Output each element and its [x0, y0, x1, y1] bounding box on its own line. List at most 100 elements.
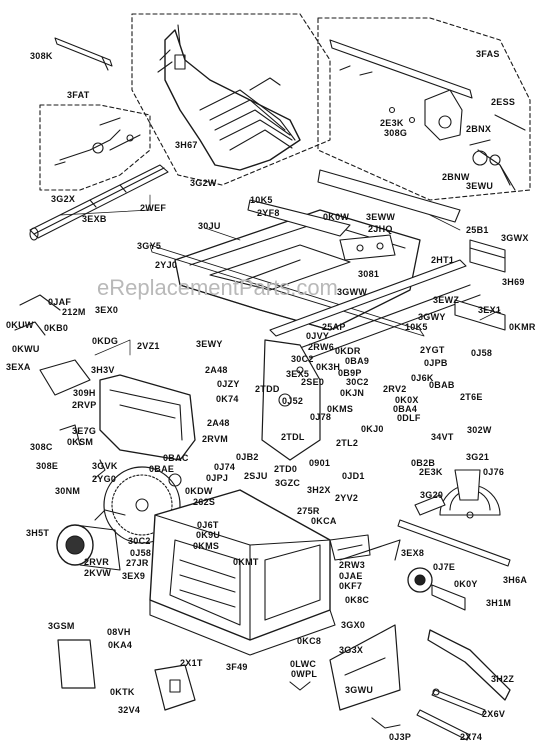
- part-label: 08VH: [107, 627, 131, 637]
- part-label: 0BAB: [429, 380, 455, 390]
- part-label: 0J58: [130, 548, 152, 558]
- part-label: 0KC8: [297, 636, 322, 646]
- part-label: 0BA9: [345, 356, 370, 366]
- part-label: 212M: [62, 307, 86, 317]
- part-label: 3EX9: [122, 571, 146, 581]
- part-label: 2A48: [205, 365, 228, 375]
- part-label: 3H2X: [307, 485, 331, 495]
- part-label: 302W: [467, 425, 492, 435]
- part-label: 34VT: [431, 432, 454, 442]
- part-label: 30C2: [291, 354, 314, 364]
- part-label: 3GWU: [345, 685, 374, 695]
- part-label: 308E: [36, 461, 59, 471]
- part-label: 3H67: [175, 140, 198, 150]
- part-label: 2TDD: [255, 384, 280, 394]
- part-label: 2RW3: [339, 560, 366, 570]
- part-label: 2RW6: [308, 342, 335, 352]
- part-label: 2SJU: [244, 471, 268, 481]
- part-label: 3G2X: [51, 194, 76, 204]
- part-label: 3FAT: [67, 90, 90, 100]
- part-label: 3H1M: [486, 598, 512, 608]
- part-label: 0DLF: [397, 413, 421, 423]
- part-label: 0KUW: [6, 320, 34, 330]
- part-label: 0WPL: [291, 669, 318, 679]
- part-label: 0901: [309, 458, 331, 468]
- part-label: 30JU: [198, 221, 221, 231]
- wires: [14, 294, 311, 691]
- part-label: 0KA4: [108, 640, 133, 650]
- part-label: 0KMR: [509, 322, 536, 332]
- part-label: 2TDL: [281, 432, 305, 442]
- part-label: 0K0W: [323, 212, 350, 222]
- part-label: 2RVP: [72, 400, 97, 410]
- part-label: 0J76: [483, 467, 505, 477]
- part-label: 2SE0: [301, 377, 325, 387]
- part-label: 2BNX: [466, 124, 492, 134]
- part-label: 2ESS: [491, 97, 516, 107]
- watermark: eReplacementParts.com: [97, 275, 338, 300]
- part-label: 2BNW: [442, 172, 470, 182]
- part-label: 3EX8: [401, 548, 425, 558]
- part-label: 0KJN: [340, 388, 365, 398]
- part-label: 3EWU: [466, 181, 494, 191]
- part-label: 0J7E: [433, 562, 456, 572]
- part-label: 0B9P: [338, 368, 362, 378]
- part-label: 2RVR: [84, 557, 110, 567]
- part-label: 3GVK: [92, 461, 118, 471]
- part-label: 3FAS: [476, 49, 500, 59]
- part-label: 0B2B: [411, 458, 436, 468]
- part-label: 3GZC: [275, 478, 301, 488]
- part-label: 3H3V: [91, 365, 115, 375]
- part-label: 3EWW: [366, 212, 396, 222]
- part-label: 3081: [358, 269, 380, 279]
- bracket-2jhq: [339, 234, 396, 261]
- side-rails: [247, 169, 481, 359]
- part-label: 0J6K: [411, 373, 434, 383]
- part-label: 3EWZ: [433, 295, 460, 305]
- part-label: 0LWC: [290, 659, 317, 669]
- part-label: 0JAE: [339, 571, 363, 581]
- part-label: 0BA4: [393, 404, 418, 414]
- part-label: 0J3P: [389, 732, 412, 742]
- inset-3fas: [317, 17, 531, 201]
- part-label: 2YV2: [335, 493, 359, 503]
- part-label: 2E3K: [419, 467, 443, 477]
- part-label: 2JHQ: [368, 224, 393, 234]
- handwheel: [407, 567, 466, 611]
- part-label: 3G20: [420, 490, 444, 500]
- inset-3fat: [39, 104, 151, 191]
- part-label: 0J74: [214, 462, 236, 472]
- part-label: 2TD0: [274, 464, 298, 474]
- part-label: 2A48: [207, 418, 230, 428]
- blade-guard: [329, 539, 401, 711]
- part-label: 0J6T: [197, 520, 219, 530]
- part-label: 2X1T: [180, 658, 203, 668]
- part-label: 0KDR: [335, 346, 361, 356]
- part-label: 0K0Y: [454, 579, 478, 589]
- part-label: 0K74: [216, 394, 239, 404]
- part-label: 2RVM: [202, 434, 229, 444]
- part-label: 0KF7: [339, 581, 363, 591]
- rail-3exb: [29, 164, 169, 241]
- part-label: 2YGT: [420, 345, 445, 355]
- blade-guard-inset: [131, 13, 331, 186]
- part-label: 0KDG: [92, 336, 119, 346]
- part-label: 308K: [30, 51, 53, 61]
- part-label: 0KWU: [12, 344, 40, 354]
- part-label: 0JAF: [48, 297, 72, 307]
- part-label: 0JPB: [424, 358, 448, 368]
- part-label: 275R: [297, 506, 320, 516]
- part-label: 0K0X: [395, 395, 419, 405]
- part-label: 0BAE: [149, 464, 175, 474]
- part-label: 262S: [193, 497, 216, 507]
- part-label: 3GWY: [418, 312, 446, 322]
- part-label: 3H69: [502, 277, 525, 287]
- part-label: 0J58: [471, 348, 493, 358]
- push-stick: [427, 629, 511, 701]
- part-label: 0J52: [282, 396, 304, 406]
- part-label: 0K9U: [196, 530, 221, 540]
- part-label: 308C: [30, 442, 53, 452]
- part-label: 2TL2: [336, 438, 359, 448]
- saw-base: [149, 489, 336, 656]
